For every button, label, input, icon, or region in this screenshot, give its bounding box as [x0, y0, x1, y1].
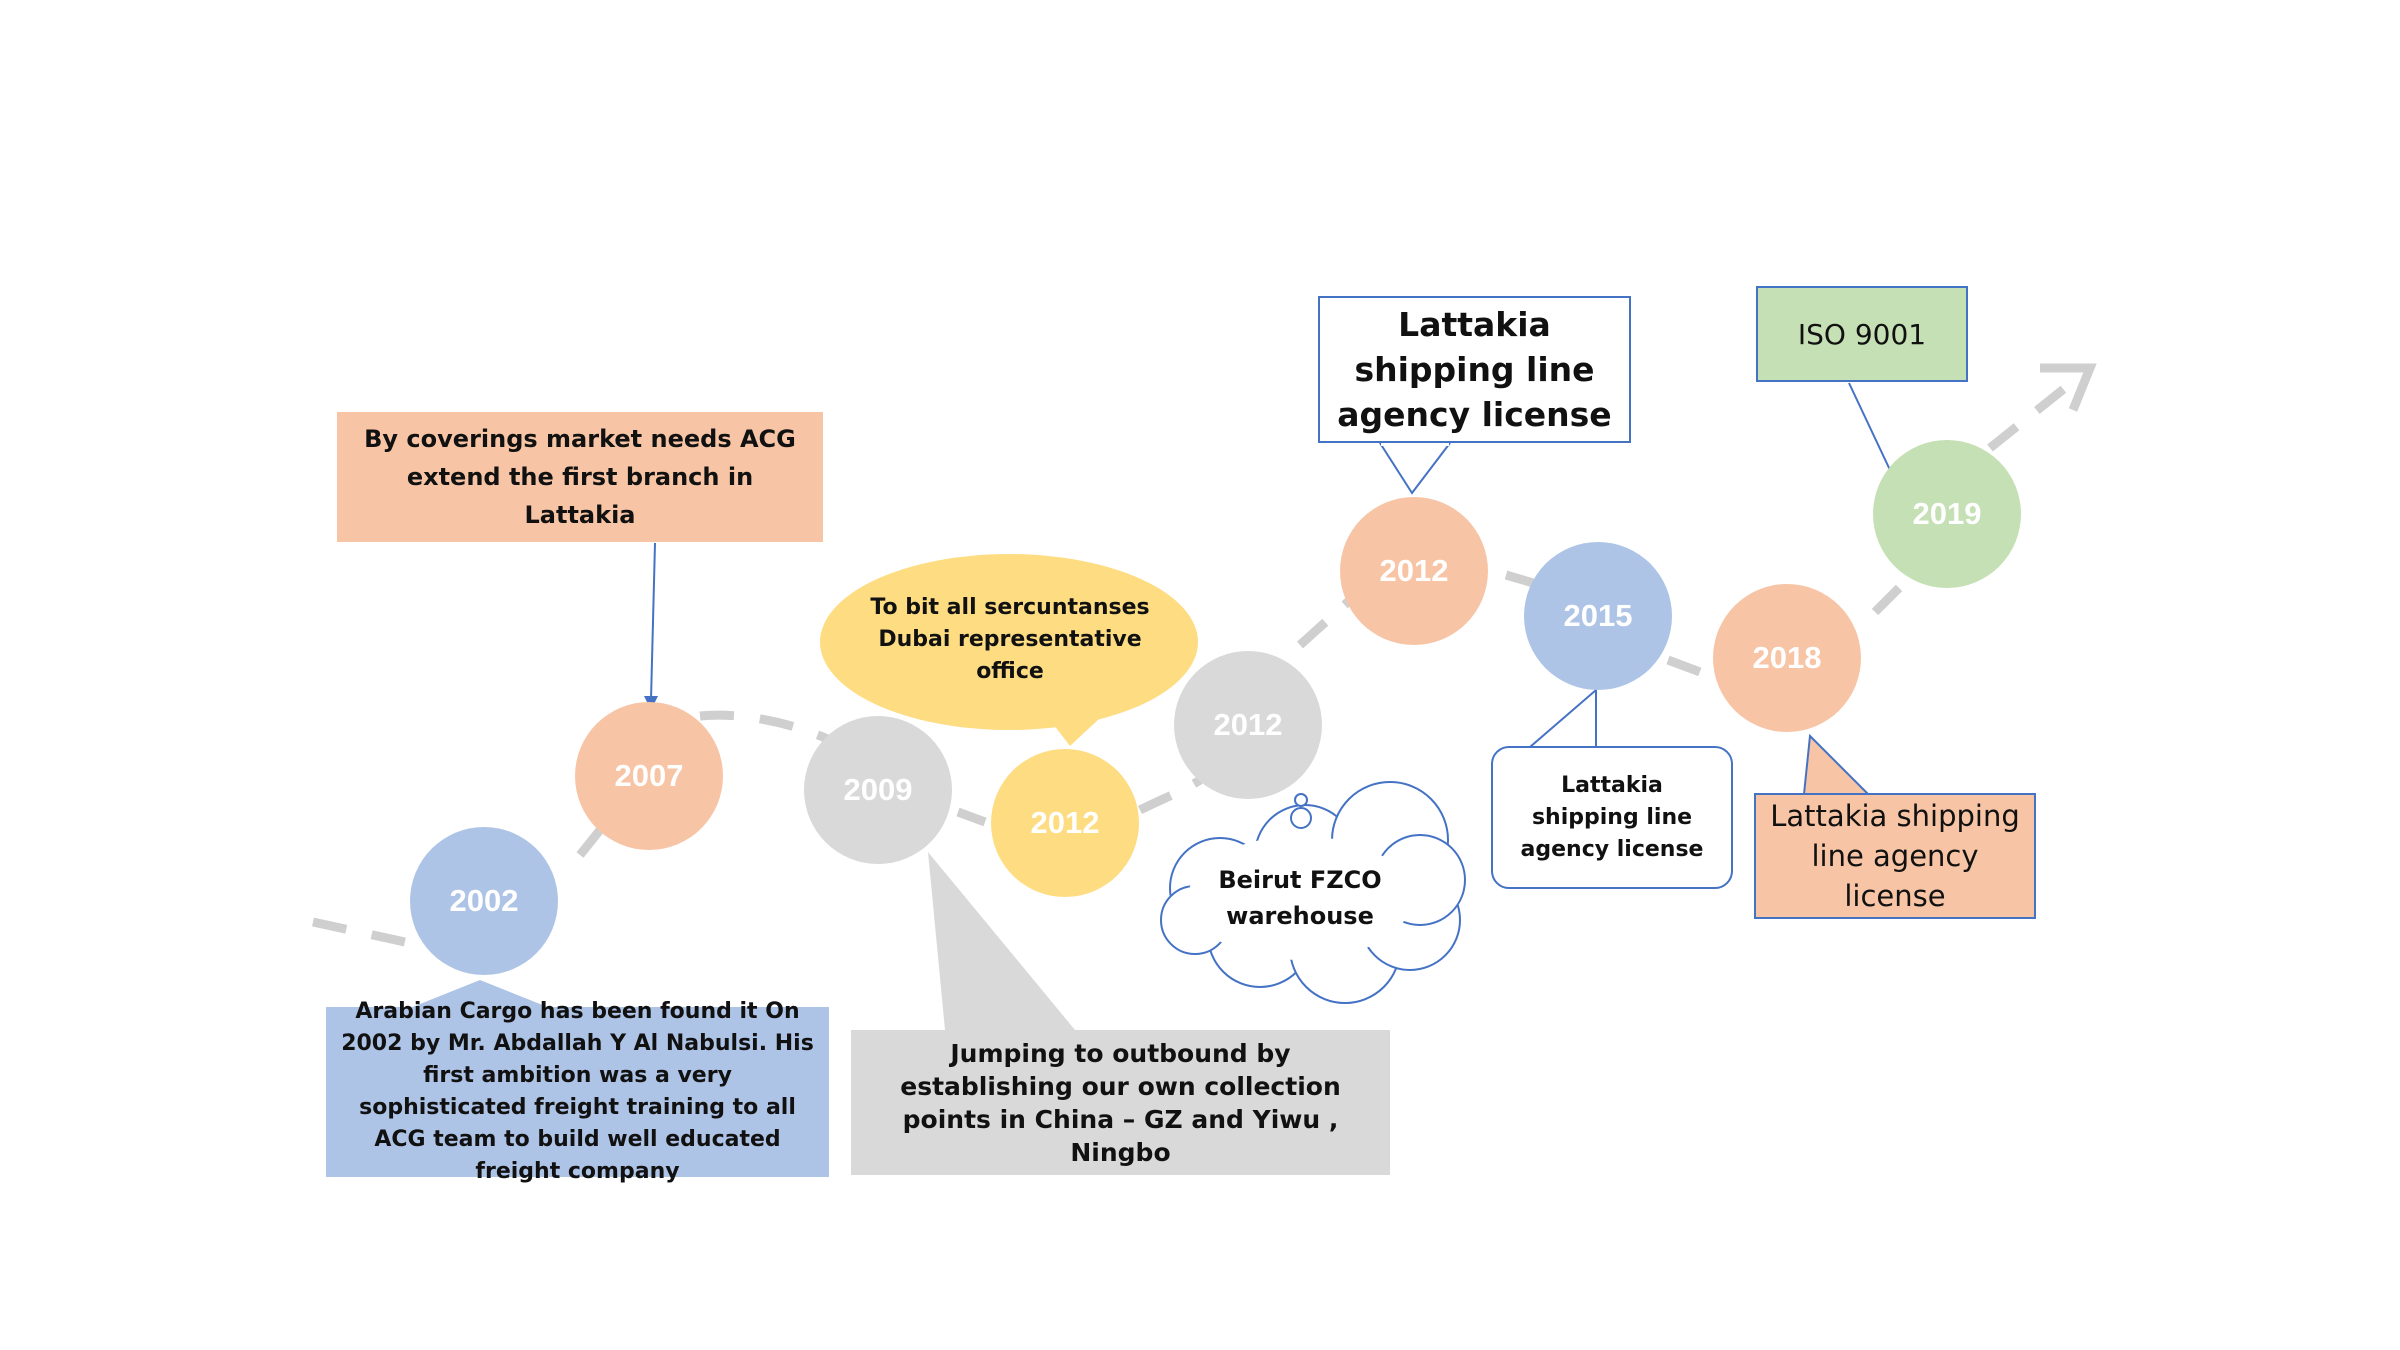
node-2012-lattakia-year: 2012	[1379, 553, 1449, 588]
node-2002: 2002	[410, 827, 558, 975]
callout-2007: By coverings market needs ACG extend the…	[337, 412, 823, 542]
callout-2019: ISO 9001	[1756, 286, 1968, 382]
timeline-arrowhead	[2040, 363, 2097, 412]
callout-2015-text: Lattakia shipping line agency license	[1520, 772, 1704, 862]
node-2002-year: 2002	[449, 883, 519, 918]
node-2009: 2009	[804, 716, 952, 864]
node-2019-year: 2019	[1912, 496, 1982, 531]
callout-2015: Lattakia shipping line agency license	[1491, 746, 1733, 889]
callout-dubai-text: To bit all sercuntanses Dubai representa…	[870, 595, 1150, 684]
callout-2007-text: By coverings market needs ACG extend the…	[364, 425, 796, 529]
callout-beirut: Beirut FZCO warehouse	[1195, 858, 1405, 938]
node-2019: 2019	[1873, 440, 2021, 588]
callout-2002: Arabian Cargo has been found it On 2002 …	[326, 999, 829, 1184]
node-2015-year: 2015	[1563, 598, 1633, 633]
node-2007-year: 2007	[614, 758, 684, 793]
node-2018: 2018	[1713, 584, 1861, 732]
callout-dubai-bubble	[820, 554, 1198, 730]
callout-beirut-text: Beirut FZCO warehouse	[1218, 866, 1382, 930]
callout-2002-pointer	[405, 980, 555, 1010]
callout-2019-text: ISO 9001	[1797, 317, 1927, 351]
callout-2018: Lattakia shipping line agency license	[1754, 793, 2036, 919]
node-2012-beirut-year: 2012	[1213, 707, 1283, 742]
node-2012-dubai: 2012	[991, 749, 1139, 897]
node-2015: 2015	[1524, 542, 1672, 690]
callout-2012-lattakia-text: Lattakia shipping line agency license	[1337, 305, 1612, 434]
node-2012-lattakia: 2012	[1340, 497, 1488, 645]
node-2012-dubai-year: 2012	[1030, 805, 1100, 840]
node-2018-year: 2018	[1752, 640, 1822, 675]
node-2007: 2007	[575, 702, 723, 850]
callout-2018-text: Lattakia shipping line agency license	[1770, 799, 2020, 913]
callout-2002-text: Arabian Cargo has been found it On 2002 …	[341, 999, 814, 1184]
callout-dubai: To bit all sercuntanses Dubai representa…	[870, 585, 1150, 695]
callout-2009-text: Jumping to outbound by establishing our …	[900, 1038, 1341, 1167]
callout-2009: Jumping to outbound by establishing our …	[851, 1030, 1390, 1175]
node-2012-beirut: 2012	[1174, 651, 1322, 799]
node-2009-year: 2009	[843, 772, 913, 807]
callout-2009-pointer	[928, 852, 1075, 1030]
callout-2012-lattakia: Lattakia shipping line agency license	[1318, 296, 1631, 443]
